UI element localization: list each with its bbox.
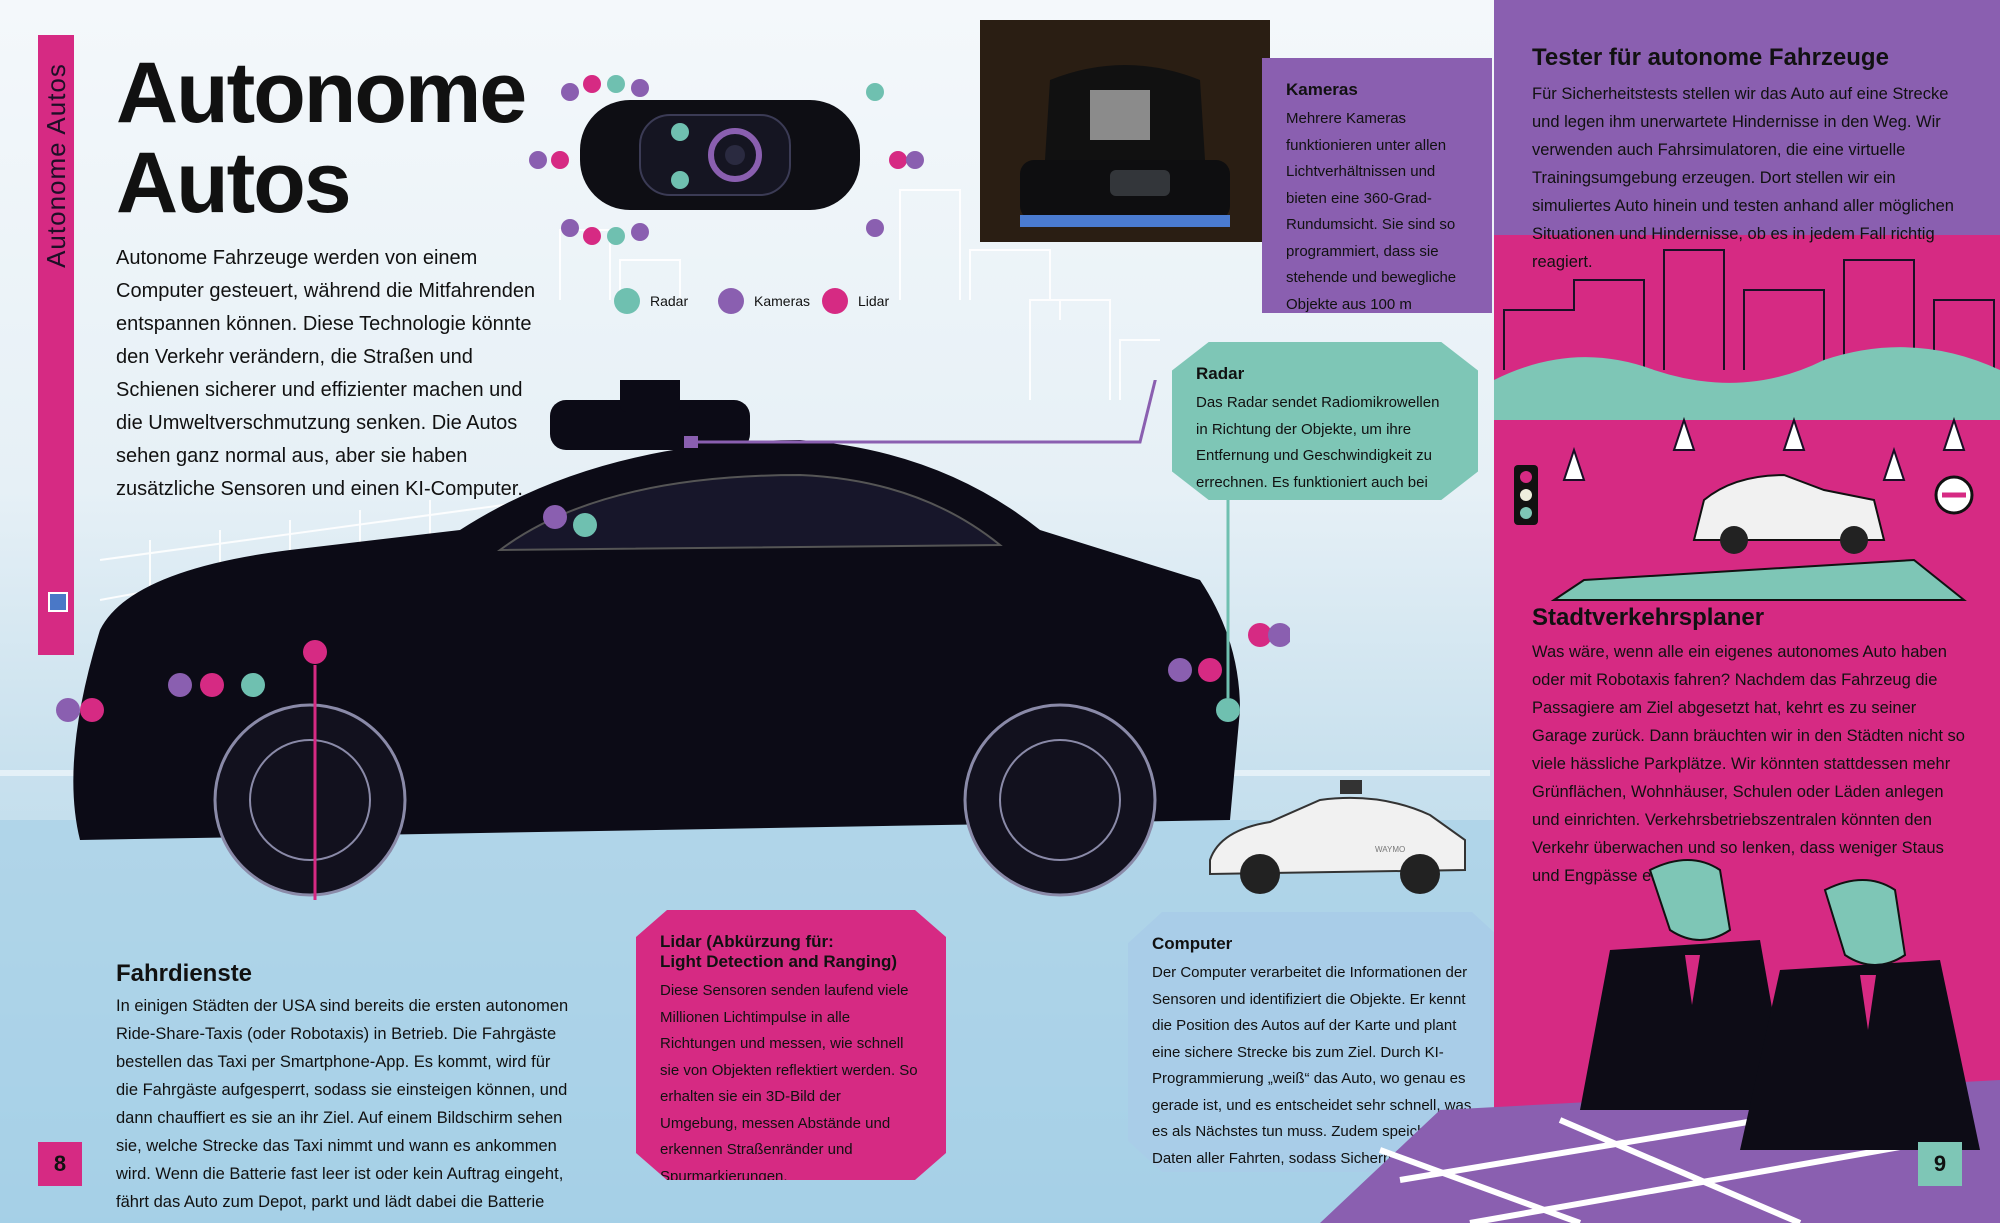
kameras-info-box: Kameras Mehrere Kameras funktionieren un… bbox=[1262, 58, 1492, 313]
radar-info-box: Radar Das Radar sendet Radiomikrowellen … bbox=[1172, 342, 1478, 500]
career-panel-top bbox=[1494, 0, 2000, 235]
kameras-dot-icon bbox=[718, 288, 744, 314]
legend-radar: Radar bbox=[614, 288, 688, 314]
planners-illustration bbox=[1320, 859, 2000, 1223]
lidar-text: Diese Sensoren senden laufend viele Mill… bbox=[660, 982, 918, 1185]
kameras-text: Mehrere Kameras funktionieren unter alle… bbox=[1286, 110, 1457, 339]
computer-text: Der Computer verarbeitet die Information… bbox=[1152, 964, 1472, 1167]
page-title: Autonome Autos bbox=[116, 45, 527, 231]
radar-text: Das Radar sendet Radiomikrowellen in Ric… bbox=[1196, 394, 1440, 517]
small-robotaxi-illustration bbox=[1209, 780, 1466, 894]
fahrdienste-section: Fahrdienste In einigen Städten der USA s… bbox=[116, 960, 576, 1223]
page-number-right: 9 bbox=[1918, 1142, 1962, 1186]
tester-heading: Tester für autonome Fahrzeuge bbox=[1532, 44, 1889, 71]
lidar-title: Lidar (Abkürzung für: Light Detection an… bbox=[660, 932, 898, 971]
intro-paragraph: Autonome Fahrzeuge werden von einem Comp… bbox=[116, 247, 536, 500]
page-number-left: 8 bbox=[38, 1142, 82, 1186]
kameras-title: Kameras bbox=[1286, 80, 1358, 99]
chapter-tab bbox=[38, 35, 74, 655]
radar-title: Radar bbox=[1196, 364, 1245, 383]
lidar-dot-icon bbox=[822, 288, 848, 314]
test-track-illustration bbox=[1494, 249, 2000, 601]
side-view-car-illustration bbox=[56, 380, 1290, 900]
lidar-info-box: Lidar (Abkürzung für: Light Detection an… bbox=[636, 910, 946, 1180]
planer-heading: Stadtverkehrsplaner bbox=[1532, 604, 1765, 631]
tester-text: Für Sicherheitstests stellen wir das Aut… bbox=[1532, 85, 1954, 271]
legend-kameras: Kameras bbox=[718, 288, 810, 314]
chapter-tab-marker bbox=[48, 592, 68, 612]
legend-lidar: Lidar bbox=[822, 288, 889, 314]
top-view-car-illustration bbox=[529, 75, 924, 245]
robotaxi-brand-label: WAYMO bbox=[1375, 845, 1406, 854]
title-line-1: Autonome bbox=[116, 45, 527, 141]
fahrdienste-text: In einigen Städten der USA sind bereits … bbox=[116, 997, 569, 1223]
fahrdienste-heading: Fahrdienste bbox=[116, 960, 253, 987]
radar-dot-icon bbox=[614, 288, 640, 314]
camera-photo bbox=[980, 20, 1270, 242]
title-line-2: Autos bbox=[116, 135, 352, 231]
computer-title: Computer bbox=[1152, 934, 1233, 953]
chapter-tab-label: Autonome Autos bbox=[40, 62, 71, 268]
